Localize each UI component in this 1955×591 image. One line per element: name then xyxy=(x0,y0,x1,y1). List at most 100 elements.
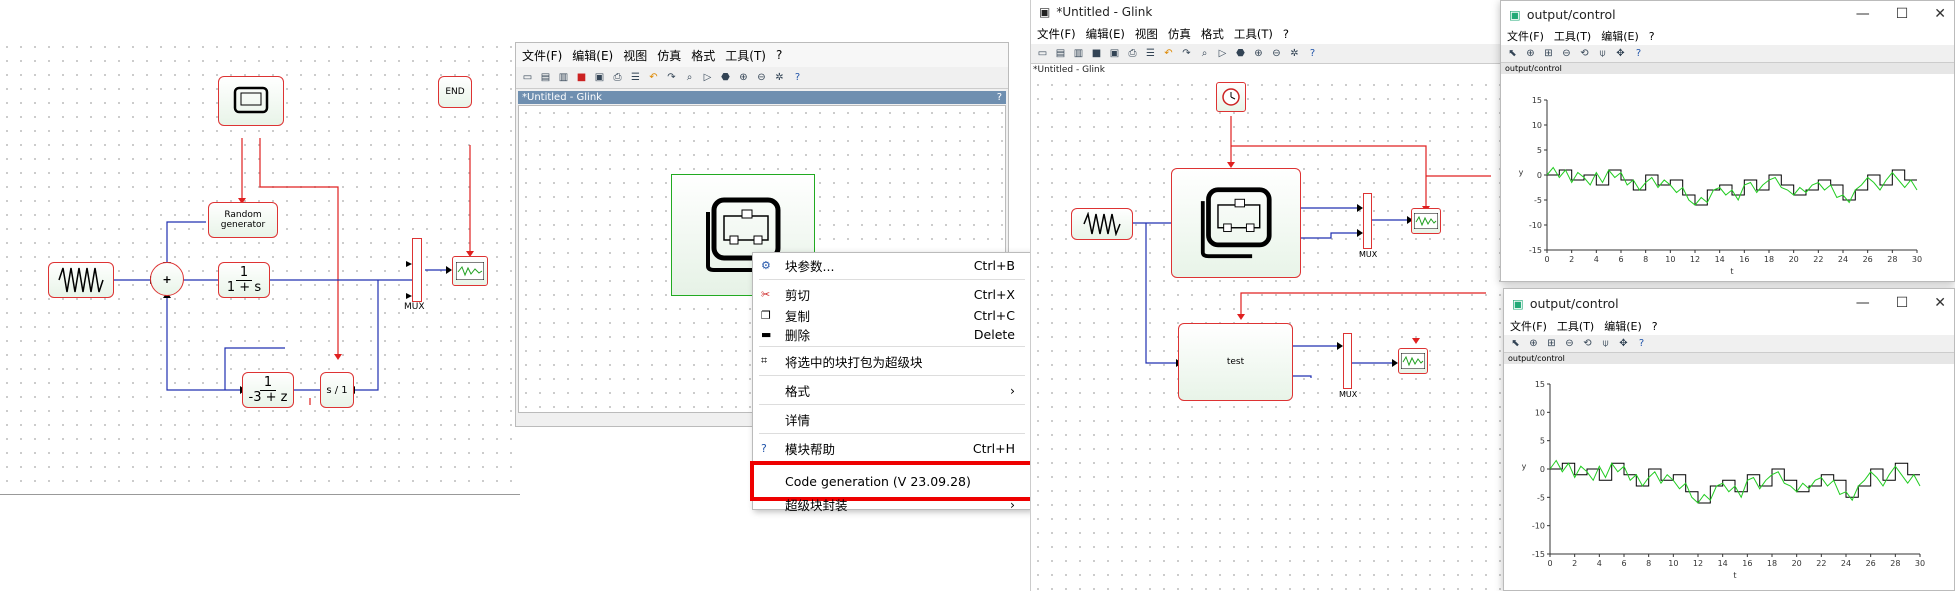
scope-block[interactable] xyxy=(452,256,488,286)
maximize-icon[interactable]: ☐ xyxy=(1895,6,1909,22)
plot-menu-help[interactable]: ? xyxy=(1651,319,1658,333)
palette-icon[interactable]: ☰ xyxy=(1146,48,1155,59)
zoom-area-icon[interactable]: ⊞ xyxy=(1547,338,1556,349)
sum-block[interactable]: + xyxy=(150,262,184,296)
datatip-icon[interactable]: ⍦ xyxy=(1602,338,1609,349)
menu-help[interactable]: ? xyxy=(1282,27,1289,41)
zoom-in-icon[interactable]: ⊕ xyxy=(1529,338,1538,349)
pointer-icon[interactable]: ⬉ xyxy=(1511,338,1520,349)
plot-menu-tools[interactable]: 工具(T) xyxy=(1556,320,1595,333)
menu-format[interactable]: 格式 xyxy=(691,48,716,63)
menu-file[interactable]: 文件(F) xyxy=(1037,27,1076,41)
mux-block-1[interactable] xyxy=(1363,193,1372,249)
zoom-fit-icon[interactable]: ⌕ xyxy=(686,72,693,83)
stop-icon[interactable]: ⬣ xyxy=(1236,48,1245,59)
discrete-transfer-block[interactable]: 1-3 + z xyxy=(242,372,294,408)
open-icon[interactable]: ▤ xyxy=(1055,48,1066,59)
save-as-icon[interactable]: ▣ xyxy=(594,72,605,83)
end-block[interactable]: END xyxy=(438,76,472,108)
plot-menu-tools[interactable]: 工具(T) xyxy=(1553,30,1592,43)
zoom-in-icon[interactable]: ⊕ xyxy=(1526,48,1535,59)
open-icon[interactable]: ▤ xyxy=(540,72,551,83)
zoom-out-icon[interactable]: ⊖ xyxy=(1562,48,1571,59)
plot-menu-edit[interactable]: 编辑(E) xyxy=(1601,30,1639,43)
pointer-icon[interactable]: ⬉ xyxy=(1508,48,1517,59)
zoom-area-icon[interactable]: ⊞ xyxy=(1544,48,1553,59)
random-generator-block[interactable]: Random generator xyxy=(208,202,278,238)
minimize-icon[interactable]: — xyxy=(1855,6,1870,22)
maximize-icon[interactable]: ☐ xyxy=(1895,295,1909,311)
minimize-icon[interactable]: — xyxy=(1855,295,1870,311)
new-icon[interactable]: ▭ xyxy=(522,72,533,83)
ctx-make-superblock[interactable]: ⌗将选中的块打包为超级块 xyxy=(761,354,923,370)
print-icon[interactable]: ⎙ xyxy=(1128,48,1137,59)
help-icon[interactable]: ? xyxy=(1638,338,1645,349)
ctx-format[interactable]: 格式› xyxy=(785,382,1015,399)
redo-icon[interactable]: ↷ xyxy=(667,72,676,83)
zoom-fit-icon[interactable]: ⌕ xyxy=(1201,48,1208,59)
test-block[interactable]: test xyxy=(1178,323,1293,401)
close-icon[interactable]: ✕ xyxy=(1934,6,1946,22)
redo-icon[interactable]: ↷ xyxy=(1182,48,1191,59)
plot-menu-file[interactable]: 文件(F) xyxy=(1507,30,1544,43)
plot-menu-file[interactable]: 文件(F) xyxy=(1510,320,1547,333)
save-icon[interactable]: ■ xyxy=(1091,48,1102,59)
zoom-in-icon[interactable]: ⊕ xyxy=(739,72,748,83)
clock-block[interactable] xyxy=(218,76,284,126)
start-icon[interactable]: ▷ xyxy=(1218,48,1227,59)
menu-simulation[interactable]: 仿真 xyxy=(657,48,682,63)
mux-block[interactable] xyxy=(412,238,422,302)
delay-block[interactable]: s / 1 xyxy=(320,372,354,408)
right-canvas[interactable]: MUX test MUX xyxy=(1031,78,1503,591)
folder-icon[interactable]: ▥ xyxy=(1073,48,1084,59)
plot-menu-help[interactable]: ? xyxy=(1648,29,1655,43)
menu-help[interactable]: ? xyxy=(775,48,783,62)
menu-tools[interactable]: 工具(T) xyxy=(1233,27,1273,41)
rotate-icon[interactable]: ⟲ xyxy=(1580,48,1589,59)
ctx-code-generation[interactable]: Code generation (V 23.09.28) xyxy=(750,461,1034,501)
palette-icon[interactable]: ☰ xyxy=(631,72,640,83)
help-icon[interactable]: ? xyxy=(1309,48,1316,59)
clock-block[interactable] xyxy=(1216,82,1246,112)
zoom-out-icon[interactable]: ⊖ xyxy=(757,72,766,83)
sine-generator-block[interactable] xyxy=(48,262,114,298)
ctx-block-params[interactable]: ⚙块参数...Ctrl+B xyxy=(761,257,1015,274)
menu-view[interactable]: 视图 xyxy=(623,48,648,63)
new-icon[interactable]: ▭ xyxy=(1037,48,1048,59)
close-icon[interactable]: ✕ xyxy=(1934,295,1946,311)
superblock[interactable] xyxy=(1171,168,1301,278)
undo-icon[interactable]: ↶ xyxy=(1164,48,1173,59)
save-icon[interactable]: ■ xyxy=(576,72,587,83)
mux-block-2[interactable] xyxy=(1343,333,1352,389)
middle-subtitle-help[interactable]: ? xyxy=(996,92,1002,103)
plot-menu-edit[interactable]: 编辑(E) xyxy=(1604,320,1642,333)
zoom-out-icon[interactable]: ⊖ xyxy=(1565,338,1574,349)
scope-block-2[interactable] xyxy=(1398,348,1428,374)
menu-view[interactable]: 视图 xyxy=(1134,27,1158,41)
zoom-in-icon[interactable]: ⊕ xyxy=(1254,48,1263,59)
pan-icon[interactable]: ✥ xyxy=(1616,48,1625,59)
ctx-superblock-mask[interactable]: 超级块封装› xyxy=(785,496,1015,513)
sine-generator-block[interactable] xyxy=(1071,208,1133,240)
print-icon[interactable]: ⎙ xyxy=(613,72,622,83)
scope-block-1[interactable] xyxy=(1411,208,1441,234)
menu-file[interactable]: 文件(F) xyxy=(522,48,563,63)
settings-icon[interactable]: ✲ xyxy=(775,72,784,83)
save-as-icon[interactable]: ▣ xyxy=(1109,48,1120,59)
rotate-icon[interactable]: ⟲ xyxy=(1583,338,1592,349)
start-icon[interactable]: ▷ xyxy=(703,72,712,83)
menu-format[interactable]: 格式 xyxy=(1200,27,1224,41)
help-icon[interactable]: ? xyxy=(794,72,801,83)
zoom-out-icon[interactable]: ⊖ xyxy=(1272,48,1281,59)
ctx-details[interactable]: 详情 xyxy=(785,412,811,428)
help-icon[interactable]: ? xyxy=(1635,48,1642,59)
menu-edit[interactable]: 编辑(E) xyxy=(572,48,614,63)
pan-icon[interactable]: ✥ xyxy=(1619,338,1628,349)
